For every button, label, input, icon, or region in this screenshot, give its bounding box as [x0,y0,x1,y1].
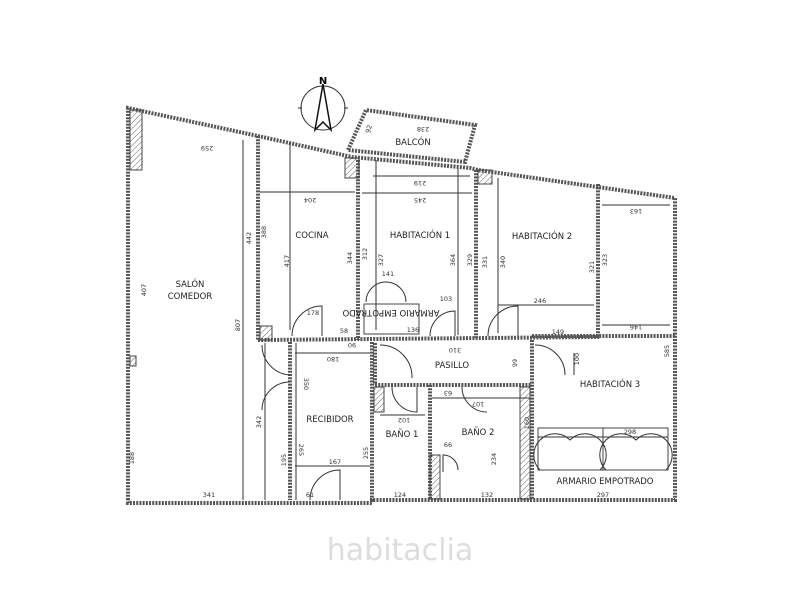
dim-label: 298 [624,428,636,436]
dim-label: 331 [481,256,489,268]
column [259,325,273,341]
dim-label: 163 [630,207,642,215]
dim-label: 160 [523,417,531,429]
dim-label: 442 [245,232,253,244]
dim-label: 344 [346,252,354,264]
exterior-wall [126,105,677,505]
dim-label: 255 [362,447,370,459]
dim-label: 180 [327,355,339,363]
dim-label: 329 [466,254,474,266]
balcony-wall [345,107,478,165]
dim-label: 124 [394,491,406,499]
room-label-habitacion-2: HABITACIÓN 2 [512,230,572,242]
dim-label: 807 [234,319,242,331]
dim-label: 238 [417,125,429,133]
dim-label: 364 [449,254,457,266]
dim-label: 340 [499,256,507,268]
column [129,355,137,367]
dim-label: 178 [307,309,319,317]
dim-label: 66 [444,441,452,449]
dim-label: 219 [414,179,426,187]
dim-label: 388 [260,226,268,238]
room-label-bano-2: BAÑO 2 [462,427,495,438]
north-compass-icon: N [298,76,348,133]
dim-label: 188 [128,452,136,464]
room-label-bano-1: BAÑO 1 [386,429,419,440]
dim-label: 149 [552,328,564,336]
interior-walls [256,136,675,500]
doors [261,281,673,501]
north-label: N [319,76,327,87]
dim-label: 61 [306,491,314,499]
dim-label: 341 [203,491,215,499]
dim-label: 246 [534,297,546,305]
room-label-habitacion-3: HABITACIÓN 3 [580,378,640,390]
dim-label: 585 [663,345,671,357]
dim-label: 297 [597,491,609,499]
dim-label: 99 [511,359,519,367]
column [429,454,441,500]
room-label-habitacion-1: HABITACIÓN 1 [390,229,450,241]
column [129,109,143,171]
room-label-recibidor: RECIBIDOR [306,415,353,425]
closet-habitacion1 [363,303,420,335]
dimension-labels: 259 807 407 341 342 188 204 417 388 442 … [128,124,671,499]
dim-label: 90 [348,341,356,349]
dim-label: 204 [304,196,316,204]
dim-label: 350 [302,378,310,390]
room-label-armario-habitacion-1: ARMARIO EMPOTRADO [342,307,439,317]
dim-label: 132 [481,491,493,499]
dim-label: 323 [601,254,609,266]
dim-label: 259 [201,144,213,152]
dim-label: 195 [280,454,288,466]
dim-label: 103 [440,295,452,303]
dim-label: 141 [382,270,394,278]
dimension-lines [242,140,670,500]
dim-label: 58 [340,327,348,335]
dim-label: 107 [472,400,484,408]
dim-label: 63 [444,389,452,397]
column [477,169,493,185]
dim-label: 321 [588,261,596,273]
room-label-armario-empotrado: ARMARIO EMPOTRADO [557,477,654,487]
dim-label: 92 [364,124,374,134]
dim-label: 407 [140,284,148,296]
column [344,157,360,179]
dim-label: 102 [398,416,410,424]
room-label-salon: SALÓN [176,278,205,290]
watermark: habitaclia [327,533,473,568]
dim-label: 342 [255,416,263,428]
column [373,386,385,413]
dim-label: 417 [283,255,291,267]
column [519,386,531,500]
room-label-comedor: COMEDOR [168,292,213,302]
dim-label: 310 [449,346,461,354]
dim-label: 146 [630,323,642,331]
dim-label: 100 [573,353,581,365]
dim-label: 136 [407,326,419,334]
dim-label: 234 [490,453,498,465]
dim-label: 312 [361,248,369,260]
room-label-cocina: COCINA [295,231,328,241]
room-label-balcon: BALCÓN [395,136,430,148]
dim-label: 327 [377,254,385,266]
room-label-pasillo: PASILLO [435,361,469,371]
dim-label: 265 [297,444,305,456]
dim-label: 167 [329,458,341,466]
dim-label: 245 [414,196,426,204]
